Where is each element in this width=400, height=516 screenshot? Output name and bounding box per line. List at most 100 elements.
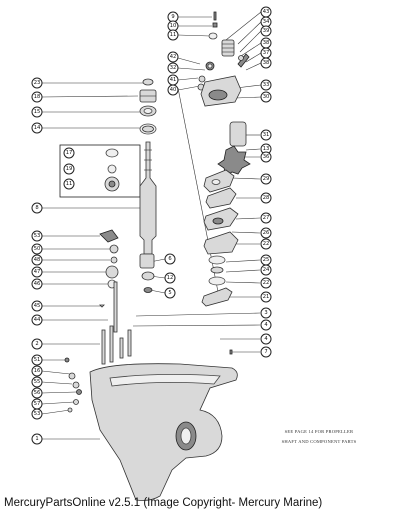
callout-circle xyxy=(31,408,43,420)
callout-circle xyxy=(260,173,272,185)
callout-42: 42 xyxy=(167,51,179,63)
callout-29: 29 xyxy=(260,173,272,185)
callout-number: 56 xyxy=(34,390,41,396)
callout-57: 57 xyxy=(31,398,43,410)
callout-number: 44 xyxy=(34,317,41,323)
callout-circle xyxy=(31,243,43,255)
callout-number: 21 xyxy=(263,294,270,300)
callout-number: 28 xyxy=(263,195,270,201)
callout-number: 4 xyxy=(264,322,268,328)
propeller-note: SEE PAGE 14 FOR PROPELLER SHAFT AND COMP… xyxy=(269,427,369,447)
callout-32: 32 xyxy=(167,62,179,74)
callout-circle xyxy=(31,387,43,399)
callout-circle xyxy=(31,433,43,445)
callout-circle xyxy=(31,376,43,388)
callout-number: 45 xyxy=(34,303,41,309)
callout-number: 14 xyxy=(34,125,41,131)
callout-1: 1 xyxy=(31,433,43,445)
callout-circle xyxy=(167,84,179,96)
callout-15: 15 xyxy=(31,106,43,118)
callout-38a: 38 xyxy=(260,37,272,49)
callout-number: 11 xyxy=(66,181,73,187)
callout-33: 33 xyxy=(260,79,272,91)
callout-number: 38 xyxy=(263,40,270,46)
callout-7: 7 xyxy=(260,346,272,358)
callout-circle xyxy=(31,91,43,103)
callout-28: 28 xyxy=(260,192,272,204)
callout-number: 6 xyxy=(168,256,171,262)
callout-4: 4 xyxy=(260,319,272,331)
callout-circle xyxy=(31,266,43,278)
callout-number: 53 xyxy=(34,411,41,417)
callout-number: 32 xyxy=(170,65,177,71)
copyright-caption: MercuryPartsOnline v2.5.1 (Image Copyrig… xyxy=(4,497,323,509)
callout-11b: 11 xyxy=(63,178,75,190)
callout-16: 16 xyxy=(31,365,43,377)
callout-26: 26 xyxy=(260,227,272,239)
callout-21: 21 xyxy=(260,291,272,303)
callout-circle xyxy=(31,365,43,377)
callout-31: 31 xyxy=(260,129,272,141)
callout-number: 8 xyxy=(35,205,38,211)
callout-circle xyxy=(31,122,43,134)
callout-46: 46 xyxy=(31,278,43,290)
callout-number: 40 xyxy=(170,87,177,93)
callout-circle xyxy=(31,354,43,366)
callout-circle xyxy=(167,51,179,63)
callout-12: 12 xyxy=(164,272,176,284)
callout-circle xyxy=(31,278,43,290)
callout-50: 50 xyxy=(31,243,43,255)
propeller-note-line1: SEE PAGE 14 FOR PROPELLER xyxy=(284,429,354,434)
callout-47: 47 xyxy=(31,266,43,278)
callout-circle xyxy=(31,314,43,326)
callout-number: 38 xyxy=(263,60,270,66)
callout-number: 31 xyxy=(263,132,270,138)
callout-number: 29 xyxy=(263,176,270,182)
callout-circle xyxy=(31,202,43,214)
callout-circle xyxy=(260,151,272,163)
callout-number: 24 xyxy=(263,267,270,273)
callout-5: 5 xyxy=(164,287,176,299)
callout-number: 12 xyxy=(167,275,174,281)
callout-circle xyxy=(31,230,43,242)
callout-circle xyxy=(260,319,272,331)
callout-circle xyxy=(63,178,75,190)
callout-55: 55 xyxy=(31,376,43,388)
callout-number: 55 xyxy=(34,379,41,385)
callout-number: 16 xyxy=(34,368,41,374)
callout-circle xyxy=(260,264,272,276)
callout-23: 23 xyxy=(31,77,43,89)
callout-circle xyxy=(260,238,272,250)
callout-number: 5 xyxy=(168,290,171,296)
callout-51: 51 xyxy=(31,354,43,366)
callout-number: 51 xyxy=(34,357,41,363)
callout-number: 53 xyxy=(34,233,41,239)
callout-number: 4 xyxy=(264,336,268,342)
callout-circle xyxy=(31,254,43,266)
callout-circle xyxy=(164,253,176,265)
callout-circle xyxy=(260,346,272,358)
callout-37: 37 xyxy=(260,47,272,59)
callout-34: 34 xyxy=(260,16,272,28)
parts xyxy=(59,11,251,501)
callout-27: 27 xyxy=(260,212,272,224)
callout-number: 25 xyxy=(263,257,270,263)
callout-circle xyxy=(31,300,43,312)
callout-43: 43 xyxy=(260,6,272,18)
callout-circle xyxy=(260,91,272,103)
callout-circle xyxy=(260,57,272,69)
callout-circle xyxy=(164,272,176,284)
callout-circle xyxy=(31,106,43,118)
callout-number: 48 xyxy=(34,257,41,263)
callout-6: 6 xyxy=(164,253,176,265)
callout-number: 36 xyxy=(263,154,270,160)
callout-circle xyxy=(260,25,272,37)
callout-circle xyxy=(260,307,272,319)
callout-number: 37 xyxy=(263,50,270,56)
callout-circle xyxy=(260,333,272,345)
callout-number: 3 xyxy=(264,310,267,316)
callout-circle xyxy=(164,287,176,299)
callout-circle xyxy=(260,277,272,289)
callout-circle xyxy=(31,338,43,350)
callout-22b: 22 xyxy=(260,277,272,289)
